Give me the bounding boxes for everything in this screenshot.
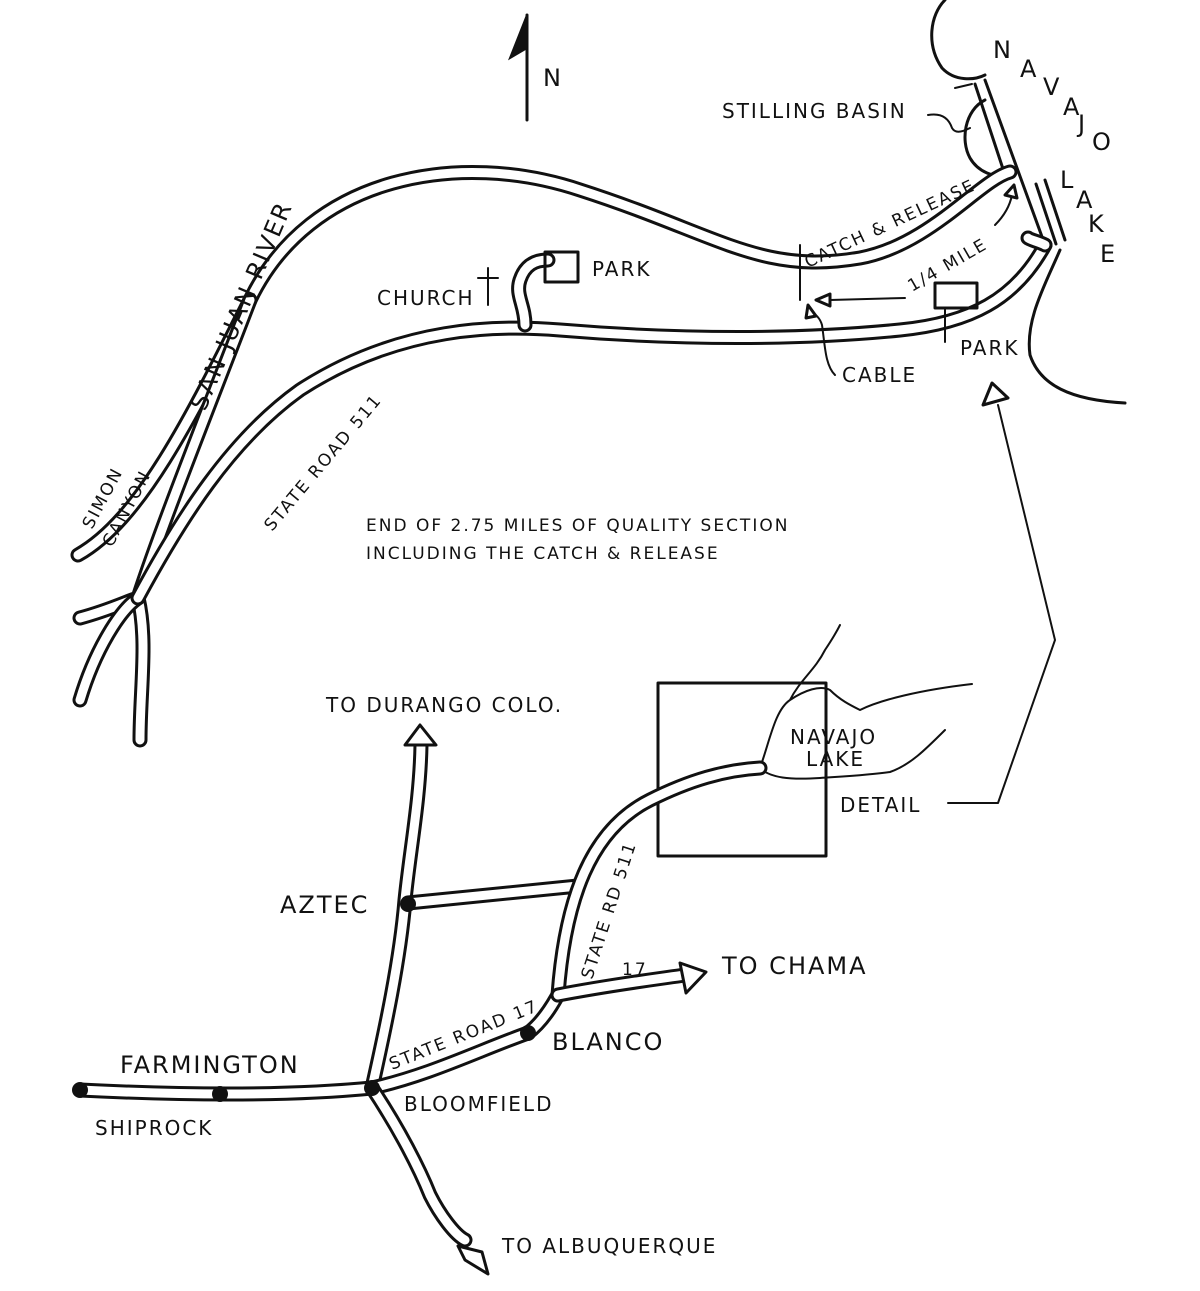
farmington-town-icon — [212, 1086, 228, 1102]
stilling-basin-label: STILLING BASIN — [722, 99, 907, 123]
spillway-line-1 — [1043, 178, 1067, 242]
lake-letter-3: V — [1043, 73, 1061, 101]
dam-line-inner — [973, 82, 1007, 177]
note-line-1: END OF 2.75 MILES OF QUALITY SECTION — [366, 516, 789, 536]
overview-lake-outline — [759, 624, 973, 780]
stilling-basin-leader — [927, 113, 971, 133]
lake-word-letter-1: L — [1060, 166, 1075, 194]
cable-label: CABLE — [842, 363, 917, 387]
farmington-label: FARMINGTON — [120, 1051, 300, 1079]
to-durango-label: TO DURANGO COLO. — [325, 693, 563, 717]
chama-arrow-icon — [678, 961, 708, 995]
north-arrow-icon — [508, 13, 529, 122]
cable-arrowhead — [804, 303, 818, 320]
quarter-mile-arrow-left — [829, 297, 906, 301]
lake-word-letter-2: A — [1076, 186, 1094, 214]
park-upper-marker — [543, 250, 580, 284]
detail-label: DETAIL — [840, 793, 921, 817]
detail-connector-line — [947, 404, 1056, 804]
route-17-label: 17 — [622, 960, 648, 980]
quarter-mile-arrowhead-right — [1003, 183, 1019, 200]
quarter-mile-arrowhead-left — [814, 292, 832, 308]
church-cross-icon — [477, 267, 499, 306]
to-chama-label: TO CHAMA — [721, 952, 868, 980]
dam-line-outer — [983, 78, 1047, 247]
lake-letter-4: A — [1063, 93, 1081, 121]
san-juan-river — [70, 164, 1018, 748]
river-label: SAN JUAN RIVER — [185, 197, 298, 414]
lake-letter-1: N — [993, 36, 1013, 64]
bloomfield-town-icon — [364, 1080, 380, 1096]
lake-word-letter-3: K — [1088, 210, 1106, 238]
blanco-town-icon — [520, 1025, 536, 1041]
detail-inset-box — [656, 681, 828, 858]
aztec-town-icon — [400, 896, 416, 912]
lake-shoreline — [930, 0, 987, 81]
park-lower-label: PARK — [960, 336, 1019, 360]
shiprock-town-icon — [72, 1082, 88, 1098]
park-upper-label: PARK — [592, 257, 651, 281]
bloomfield-label: BLOOMFIELD — [404, 1092, 553, 1116]
dam-tick — [954, 83, 973, 89]
shiprock-label: SHIPROCK — [95, 1116, 213, 1140]
note-line-2: INCLUDING THE CATCH & RELEASE — [366, 544, 720, 564]
church-label: CHURCH — [377, 286, 475, 310]
lake-word-letter-4: E — [1100, 240, 1117, 268]
park-spur-road — [511, 252, 556, 333]
park-lower-marker — [933, 281, 979, 310]
detail-connector-arrowhead — [981, 381, 1010, 407]
lake-letter-6: O — [1092, 128, 1113, 156]
durango-arrow-icon — [403, 723, 438, 747]
lake-letter-2: A — [1020, 55, 1038, 83]
albuquerque-arrow-icon — [456, 1244, 490, 1276]
overview-lake-label: LAKE — [806, 747, 865, 771]
lake-name-vertical: N A V A J O L A K E — [993, 36, 1117, 268]
quarter-mile-arrow-right — [994, 194, 1013, 226]
overview-navajo-label: NAVAJO — [790, 725, 877, 749]
north-label: N — [543, 64, 563, 92]
aztec-label: AZTEC — [280, 891, 369, 919]
lake-shoreline-lower — [1027, 248, 1127, 405]
lake-letter-5: J — [1076, 110, 1087, 138]
blanco-label: BLANCO — [552, 1028, 664, 1056]
to-albuquerque-label: TO ALBUQUERQUE — [501, 1234, 717, 1258]
spillway-line-2 — [1034, 182, 1058, 246]
state-road-511-detail — [130, 230, 1053, 606]
